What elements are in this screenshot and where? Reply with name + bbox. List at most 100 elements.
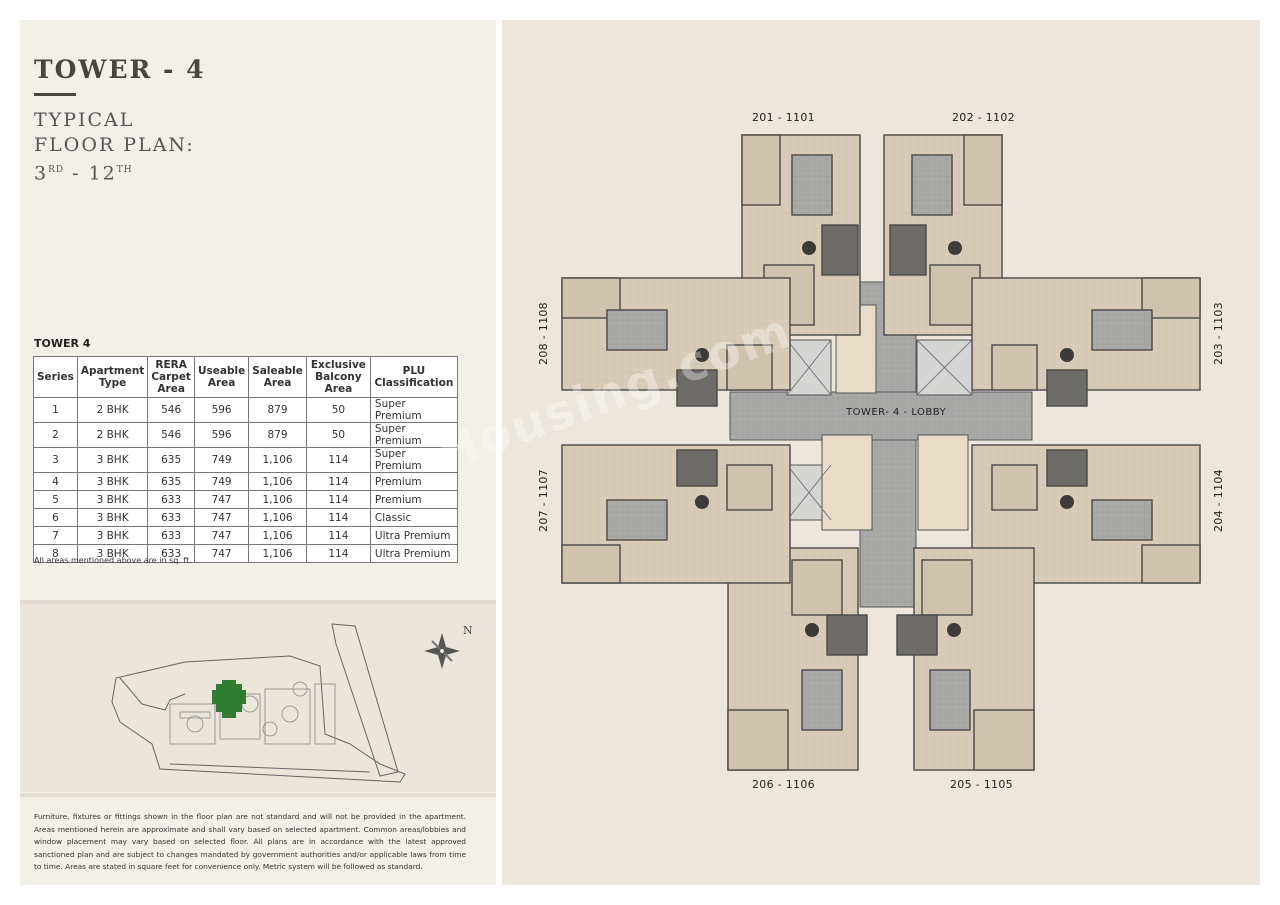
table-cell: 3 BHK: [76, 526, 149, 545]
unit-label-right-bottom: 204 - 1104: [1211, 469, 1225, 532]
unit-label-top-right: 202 - 1102: [952, 111, 1015, 124]
unit-label-bottom-left: 206 - 1106: [752, 778, 815, 791]
table-cell: Super Premium: [369, 397, 458, 423]
unit-label-bottom-right: 205 - 1105: [950, 778, 1013, 791]
divider-bottom: [20, 793, 496, 797]
unit-label-right-top: 203 - 1103: [1211, 302, 1225, 365]
table-cell: 3 BHK: [76, 544, 149, 563]
table-cell: Premium: [369, 490, 458, 509]
table-cell: 747: [193, 490, 250, 509]
table-cell: 596: [193, 422, 250, 448]
floor-to: 12: [88, 162, 117, 185]
col-rera-carpet: RERA Carpet Area: [147, 356, 195, 398]
table-cell: 3 BHK: [76, 472, 149, 491]
table-cell: 633: [147, 544, 195, 563]
floor-plan-drawing: [561, 134, 1201, 771]
table-cell: Super Premium: [369, 422, 458, 448]
table-cell: 50: [305, 397, 371, 423]
floor-from: 3: [34, 162, 49, 185]
table-cell: 1,106: [248, 508, 307, 527]
table-cell: 4: [33, 472, 78, 491]
table-cell: 747: [193, 526, 250, 545]
tower-title: TOWER - 4: [34, 55, 206, 84]
table-cell: 747: [193, 544, 250, 563]
table-cell: 747: [193, 508, 250, 527]
unit-table: Series Apartment Type RERA Carpet Area U…: [33, 356, 458, 563]
table-cell: 7: [33, 526, 78, 545]
table-cell: 114: [305, 490, 371, 509]
dining-table-icons: [695, 241, 1074, 637]
table-cell: 879: [248, 397, 307, 423]
table-cell: 3: [33, 447, 78, 473]
floor-from-suffix: RD: [48, 165, 65, 175]
table-cell: 749: [193, 472, 250, 491]
table-cell: Ultra Premium: [369, 544, 458, 563]
col-series: Series: [33, 356, 78, 398]
title-rule: [34, 93, 76, 96]
table-cell: 2 BHK: [76, 397, 149, 423]
col-balcony: Exclusive Balcony Area: [305, 356, 371, 398]
subtitle-line2: FLOOR PLAN:: [34, 134, 195, 156]
table-cell: 633: [147, 490, 195, 509]
table-cell: 546: [147, 422, 195, 448]
floor-plan-panel: 201 - 1101 202 - 1102 203 - 1103 204 - 1…: [502, 20, 1260, 885]
divider-top: [20, 600, 496, 604]
table-cell: 2: [33, 422, 78, 448]
table-cell: 50: [305, 422, 371, 448]
table-cell: 3 BHK: [76, 447, 149, 473]
table-cell: Ultra Premium: [369, 526, 458, 545]
table-title: TOWER 4: [34, 337, 91, 350]
table-cell: 114: [305, 472, 371, 491]
compass-label: N: [463, 624, 473, 637]
table-cell: 635: [147, 472, 195, 491]
table-cell: 546: [147, 397, 195, 423]
subtitle-line1: TYPICAL: [34, 109, 135, 131]
subtitle: TYPICAL FLOOR PLAN: 3RD - 12TH: [34, 108, 205, 186]
floor-to-suffix: TH: [116, 165, 133, 175]
table-cell: 596: [193, 397, 250, 423]
col-plu: PLU Classification: [369, 356, 458, 398]
table-cell: 1,106: [248, 526, 307, 545]
table-cell: Classic: [369, 508, 458, 527]
table-note: All areas mentioned above are in sq. ft.: [34, 556, 192, 565]
table-cell: 1,106: [248, 544, 307, 563]
table-cell: Premium: [369, 472, 458, 491]
table-cell: 114: [305, 526, 371, 545]
table-cell: 879: [248, 422, 307, 448]
table-cell: 633: [147, 508, 195, 527]
table-cell: 5: [33, 490, 78, 509]
table-cell: 749: [193, 447, 250, 473]
col-saleable: Saleable Area: [248, 356, 307, 398]
unit-label-left-bottom: 207 - 1107: [536, 469, 550, 532]
table-cell: 3 BHK: [76, 508, 149, 527]
site-plan-drawing: N: [111, 623, 473, 783]
table-cell: 633: [147, 526, 195, 545]
apartment-wings: [561, 134, 1201, 771]
heading-block: TOWER - 4 TYPICAL FLOOR PLAN: 3RD - 12TH: [34, 55, 205, 186]
table-cell: Super Premium: [369, 447, 458, 473]
floor-range: 3RD - 12TH: [34, 158, 205, 186]
table-cell: 2 BHK: [76, 422, 149, 448]
table-cell: 1: [33, 397, 78, 423]
lobby-label: TOWER- 4 - LOBBY: [846, 407, 947, 418]
table-cell: 1,106: [248, 490, 307, 509]
table-cell: 1,106: [248, 472, 307, 491]
site-plan: N: [20, 604, 496, 792]
table-cell: 114: [305, 508, 371, 527]
unit-label-left-top: 208 - 1108: [536, 302, 550, 365]
table-cell: 6: [33, 508, 78, 527]
table-cell: 114: [305, 544, 371, 563]
disclaimer: Furniture, fixtures or fittings shown in…: [34, 812, 466, 871]
tower-4-highlight: [212, 680, 246, 718]
table-header-row: Series Apartment Type RERA Carpet Area U…: [33, 356, 458, 398]
compass-icon: [424, 633, 460, 669]
